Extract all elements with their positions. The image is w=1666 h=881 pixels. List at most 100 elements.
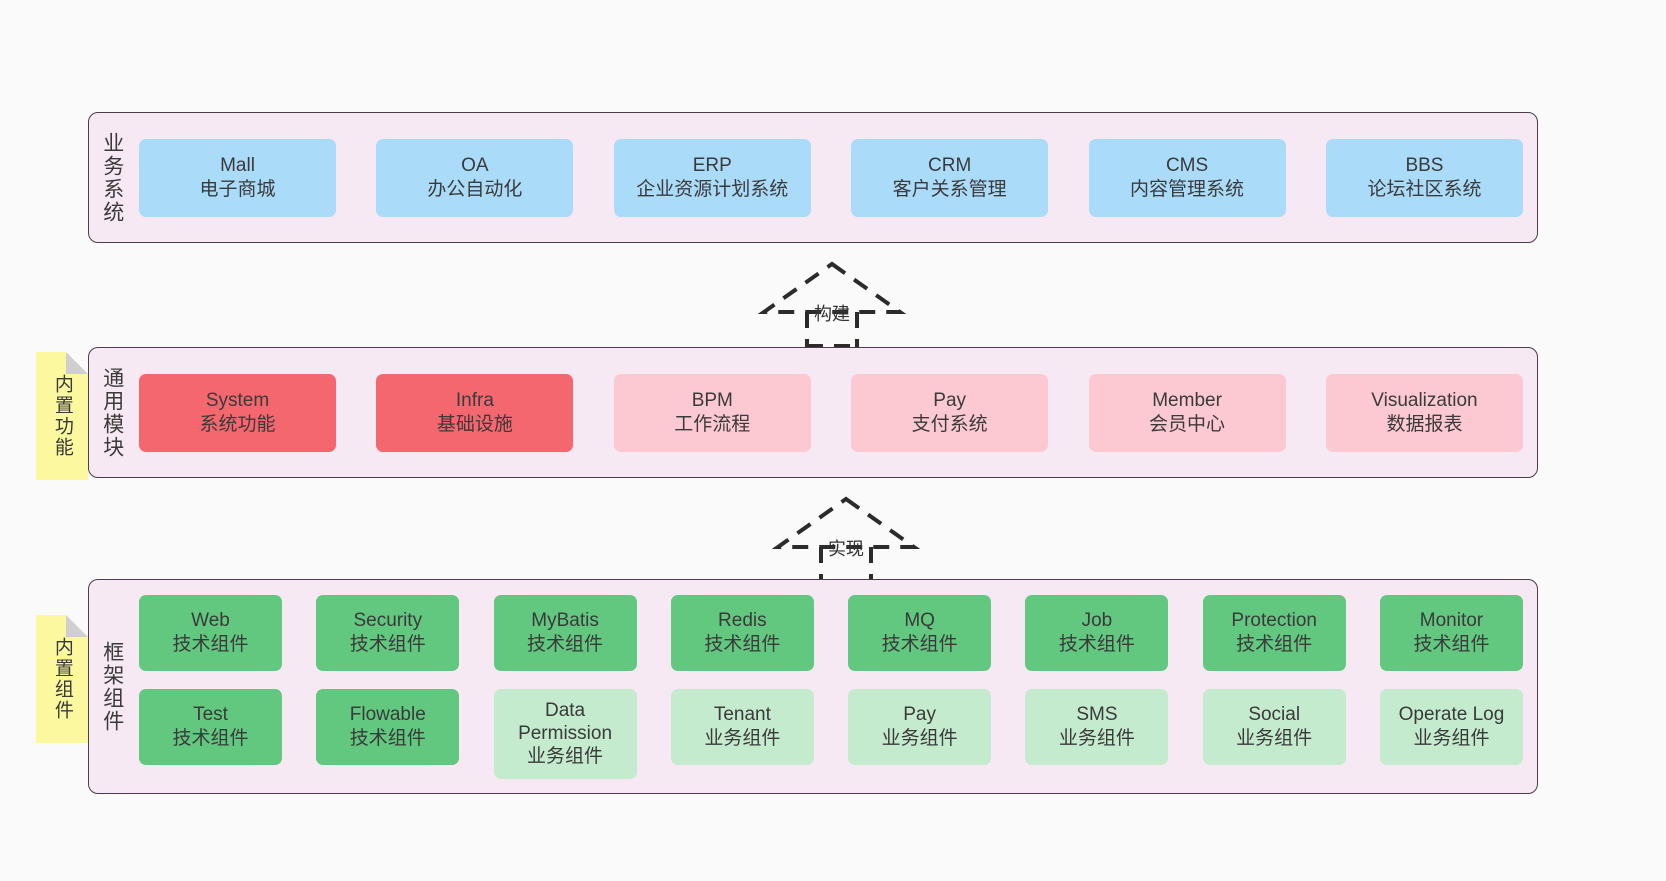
card-subtitle: 技术组件 xyxy=(349,727,426,749)
card-title: CMS xyxy=(1165,155,1209,177)
card-member[interactable]: Member 会员中心 xyxy=(1088,373,1286,452)
card-subtitle: 数据报表 xyxy=(1386,413,1463,435)
connector-build: 构建 xyxy=(752,256,912,348)
card-protection[interactable]: Protection 技术组件 xyxy=(1202,594,1346,671)
card-title: Test xyxy=(193,704,228,726)
note-fold-icon xyxy=(66,352,88,374)
card-subtitle: 业务组件 xyxy=(1413,727,1490,749)
card-subtitle: 论坛社区系统 xyxy=(1367,178,1482,200)
layer-title-business-systems: 业务系统 xyxy=(100,131,124,224)
card-subtitle: 系统功能 xyxy=(199,413,276,435)
card-subtitle: 支付系统 xyxy=(911,413,988,435)
card-title: Visualization xyxy=(1371,390,1478,412)
card-erp[interactable]: ERP 企业资源计划系统 xyxy=(613,138,811,217)
card-title: Operate Log xyxy=(1398,704,1505,726)
connector-implement-label: 实现 xyxy=(828,539,864,559)
layer-title-common-modules: 通用模块 xyxy=(100,366,124,459)
card-visualization[interactable]: Visualization 数据报表 xyxy=(1325,373,1523,452)
card-subtitle: 技术组件 xyxy=(527,633,604,655)
card-title: SMS xyxy=(1076,704,1118,726)
card-title: BPM xyxy=(691,390,733,412)
layer-cards-common-modules: System 系统功能 Infra 基础设施 BPM 工作流程 Pay 支付系统… xyxy=(135,348,1537,477)
card-pay-component[interactable]: Pay 业务组件 xyxy=(848,688,992,765)
card-title: CRM xyxy=(928,155,972,177)
card-test[interactable]: Test 技术组件 xyxy=(139,688,282,765)
card-mq[interactable]: MQ 技术组件 xyxy=(848,594,992,671)
connector-build-label: 构建 xyxy=(814,304,850,324)
framework-components-row-technical: Web 技术组件 Security 技术组件 MyBatis 技术组件 Redi… xyxy=(139,594,1523,671)
layer-framework-components: 框架组件 Web 技术组件 Security 技术组件 MyBatis 技术组件… xyxy=(88,579,1538,794)
card-subtitle: 技术组件 xyxy=(172,727,249,749)
framework-components-row-business: Test 技术组件 Flowable 技术组件 Data Permission … xyxy=(139,688,1523,779)
card-bpm[interactable]: BPM 工作流程 xyxy=(613,373,811,452)
card-tenant[interactable]: Tenant 业务组件 xyxy=(670,688,814,765)
note-label: 内置功能 xyxy=(51,374,73,458)
card-cms[interactable]: CMS 内容管理系统 xyxy=(1088,138,1286,217)
card-subtitle: 电子商城 xyxy=(199,178,276,200)
layer-title-framework-components: 框架组件 xyxy=(100,640,124,733)
layer-business-systems: 业务系统 Mall 电子商城 OA 办公自动化 ERP 企业资源计划系统 CRM… xyxy=(88,112,1538,243)
card-title: OA xyxy=(461,155,489,177)
card-job[interactable]: Job 技术组件 xyxy=(1025,594,1169,671)
card-data-permission[interactable]: Data Permission 业务组件 xyxy=(493,688,637,779)
card-infra[interactable]: Infra 基础设施 xyxy=(376,373,574,452)
card-monitor[interactable]: Monitor 技术组件 xyxy=(1379,594,1523,671)
card-subtitle: 企业资源计划系统 xyxy=(636,178,789,200)
card-subtitle: 技术组件 xyxy=(881,633,958,655)
card-subtitle: 业务组件 xyxy=(1236,727,1313,749)
card-title: Tenant xyxy=(713,704,771,726)
connector-build-arrow xyxy=(757,261,907,348)
card-title: MyBatis xyxy=(531,610,599,632)
card-mybatis[interactable]: MyBatis 技术组件 xyxy=(493,594,637,671)
card-title: Monitor xyxy=(1419,610,1484,632)
card-oa[interactable]: OA 办公自动化 xyxy=(376,138,574,217)
card-title: ERP xyxy=(692,155,732,177)
card-title: Pay xyxy=(903,704,936,726)
card-title: Member xyxy=(1152,390,1222,412)
card-operate-log[interactable]: Operate Log 业务组件 xyxy=(1379,688,1523,765)
card-subtitle: 技术组件 xyxy=(1236,633,1313,655)
card-crm[interactable]: CRM 客户关系管理 xyxy=(851,138,1049,217)
card-title: Security xyxy=(353,610,423,632)
card-title: System xyxy=(205,390,270,412)
card-subtitle: 基础设施 xyxy=(436,413,513,435)
card-sms[interactable]: SMS 业务组件 xyxy=(1025,688,1169,765)
card-redis[interactable]: Redis 技术组件 xyxy=(670,594,814,671)
card-title: Social xyxy=(1248,704,1301,726)
card-subtitle: 内容管理系统 xyxy=(1130,178,1245,200)
card-system[interactable]: System 系统功能 xyxy=(139,373,336,452)
layer-common-modules: 通用模块 System 系统功能 Infra 基础设施 BPM 工作流程 Pay… xyxy=(88,347,1538,478)
card-social[interactable]: Social 业务组件 xyxy=(1202,688,1346,765)
card-mall[interactable]: Mall 电子商城 xyxy=(139,138,336,217)
note-builtin-features: 内置功能 xyxy=(36,352,88,480)
card-title: Web xyxy=(191,610,230,632)
card-title: MQ xyxy=(904,610,935,632)
card-subtitle: 业务组件 xyxy=(881,727,958,749)
note-label: 内置组件 xyxy=(51,637,73,721)
card-title: Redis xyxy=(718,610,767,632)
card-subtitle: 业务组件 xyxy=(704,727,781,749)
connector-implement: 实现 xyxy=(766,491,926,583)
card-bbs[interactable]: BBS 论坛社区系统 xyxy=(1325,138,1523,217)
card-pay-module[interactable]: Pay 支付系统 xyxy=(851,373,1049,452)
card-security[interactable]: Security 技术组件 xyxy=(316,594,460,671)
layer-cards-business-systems: Mall 电子商城 OA 办公自动化 ERP 企业资源计划系统 CRM 客户关系… xyxy=(135,113,1537,242)
card-flowable[interactable]: Flowable 技术组件 xyxy=(316,688,460,765)
card-title: Protection xyxy=(1231,610,1317,632)
card-title: BBS xyxy=(1405,155,1444,177)
card-subtitle: 会员中心 xyxy=(1149,413,1226,435)
card-title: Pay xyxy=(933,390,967,412)
card-subtitle: 技术组件 xyxy=(1058,633,1135,655)
note-builtin-components: 内置组件 xyxy=(36,615,88,743)
card-subtitle: 技术组件 xyxy=(704,633,781,655)
card-subtitle: 技术组件 xyxy=(1413,633,1490,655)
card-web[interactable]: Web 技术组件 xyxy=(139,594,282,671)
card-title: Data Permission xyxy=(518,699,613,744)
card-title: Job xyxy=(1081,610,1113,632)
card-title: Mall xyxy=(220,155,255,177)
card-subtitle: 技术组件 xyxy=(172,633,249,655)
note-fold-icon xyxy=(66,615,88,637)
card-subtitle: 技术组件 xyxy=(349,633,426,655)
card-subtitle: 工作流程 xyxy=(674,413,751,435)
